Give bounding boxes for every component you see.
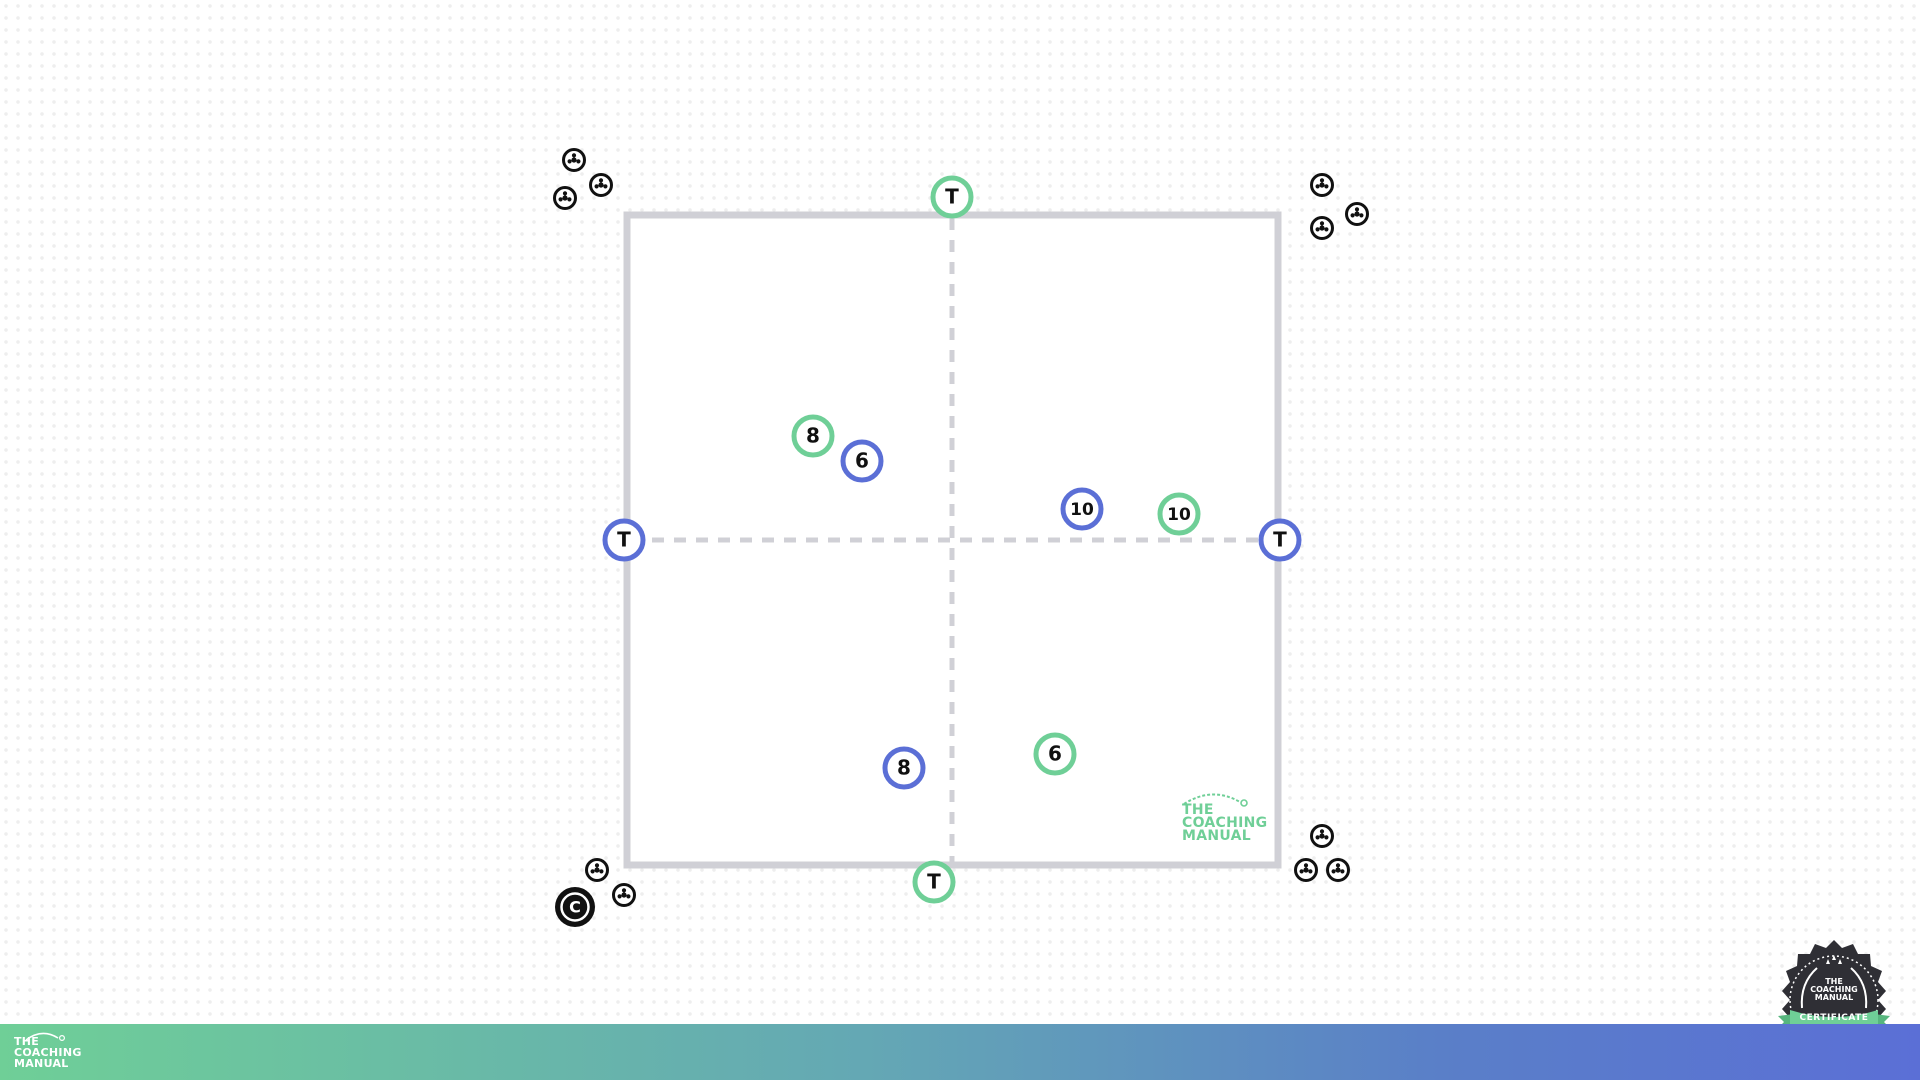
target-player-4-label: T: [927, 870, 941, 894]
target-player-4: T: [912, 860, 956, 904]
target-player-3-label: T: [1273, 528, 1287, 552]
player-green-10: 10: [1157, 492, 1201, 536]
pitch-watermark-logo: THE COACHING MANUAL: [1182, 793, 1268, 844]
footer-logo: THE COACHING MANUAL: [14, 1032, 82, 1070]
target-player-2: T: [602, 518, 646, 562]
soccer-ball-icon: [1345, 202, 1369, 226]
soccer-ball-icon: [1310, 173, 1334, 197]
badge-line3: MANUAL: [1814, 993, 1854, 1002]
player-blue-10: 10: [1060, 487, 1104, 531]
swoosh-icon: [25, 1032, 65, 1042]
soccer-ball-icon: [553, 186, 577, 210]
coach-marker-label: C: [569, 898, 581, 917]
player-blue-10-label: 10: [1070, 500, 1094, 520]
pitch-logo-line2: COACHING: [1182, 815, 1268, 831]
player-blue-8: 8: [882, 746, 926, 790]
coach-marker: C: [555, 887, 595, 927]
soccer-ball-icon: [1310, 824, 1334, 848]
footer-logo-line1: THE: [14, 1035, 40, 1048]
pitch-logo-line1: THE: [1182, 802, 1214, 818]
soccer-ball-icon: [1310, 216, 1334, 240]
footer-logo-line2: COACHING: [14, 1046, 82, 1059]
swoosh-icon: [1183, 793, 1248, 807]
target-player-2-label: T: [617, 528, 631, 552]
footer-bar: THE COACHING MANUAL: [0, 1024, 1920, 1080]
badge-line1: THE: [1825, 977, 1843, 986]
target-player-1: T: [930, 175, 974, 219]
badge-ribbon-text: CERTIFICATE: [1799, 1013, 1869, 1023]
soccer-ball-icon: [1294, 858, 1318, 882]
target-player-3: T: [1258, 518, 1302, 562]
player-green-8-label: 8: [806, 424, 820, 448]
soccer-ball-icon: [562, 148, 586, 172]
soccer-ball-icon: [585, 858, 609, 882]
player-green-6: 6: [1033, 732, 1077, 776]
player-green-10-label: 10: [1167, 505, 1191, 525]
session-diagram: T T T T 8 6 10 10 8 6C: [553, 148, 1369, 927]
badge-line2: COACHING: [1810, 985, 1858, 994]
player-blue-8-label: 8: [897, 756, 911, 780]
player-green-6-label: 6: [1048, 742, 1062, 766]
target-player-1-label: T: [945, 185, 959, 209]
player-blue-6: 6: [840, 439, 884, 483]
player-tokens: T T T T 8 6 10 10 8 6C: [555, 175, 1302, 927]
soccer-ball-icon: [1326, 858, 1350, 882]
pitch: [623, 211, 1282, 869]
soccer-ball-icon: [612, 883, 636, 907]
pitch-logo-line3: MANUAL: [1182, 828, 1251, 844]
ball-groups: [553, 148, 1369, 907]
footer-logo-line3: MANUAL: [14, 1057, 69, 1070]
player-green-8: 8: [791, 414, 835, 458]
soccer-ball-icon: [589, 173, 613, 197]
player-blue-6-label: 6: [855, 449, 869, 473]
